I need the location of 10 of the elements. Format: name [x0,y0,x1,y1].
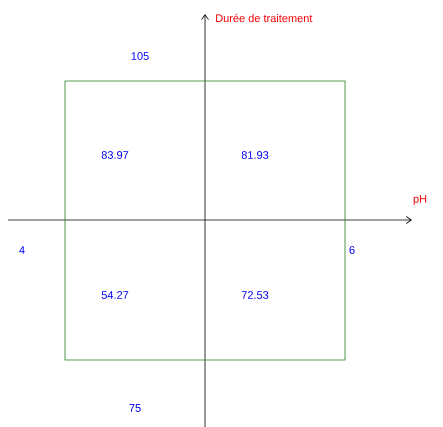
cell-value: 54.27 [102,291,128,299]
square-frame [64,80,346,360]
cell-value: 81.93 [242,151,268,159]
axis-title: Durée de traitement [216,14,312,22]
axis-level: 4 [19,246,25,254]
axis-level: 105 [132,52,149,60]
axis-level: 75 [129,404,141,412]
cell-value: 72.53 [242,291,268,299]
cell-value: 83.97 [102,151,128,159]
axis-title: pH [414,195,426,205]
